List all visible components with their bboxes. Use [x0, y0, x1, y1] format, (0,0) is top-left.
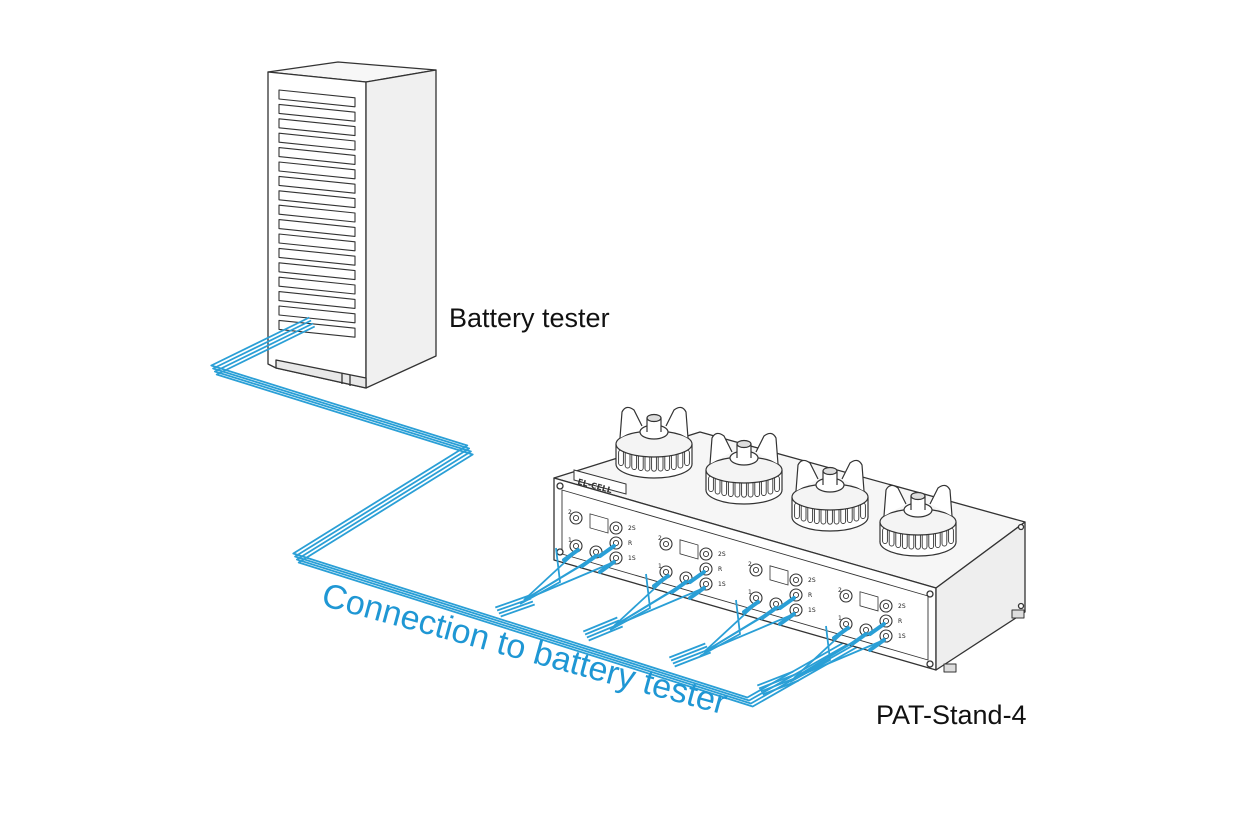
port-label-r: R: [718, 566, 722, 573]
cabinet-slot: [278, 276, 356, 295]
cabinet-slot: [278, 247, 356, 266]
plug-wire: [519, 547, 561, 605]
plug-wire: [609, 573, 651, 631]
cabinet-slot: [278, 219, 356, 237]
cable-branch: [582, 616, 618, 633]
cabinet-slot: [278, 132, 356, 151]
port-label-1s: 1S: [628, 555, 636, 562]
cable-line: [215, 325, 884, 708]
cabinet-slot: [278, 175, 356, 194]
cabinet-slot: [278, 305, 356, 324]
port-label-2s: 2S: [808, 577, 816, 584]
plug-wire: [699, 599, 741, 657]
cabinet-slot: [278, 190, 356, 209]
pat-stand-label: PAT-Stand-4: [876, 700, 1027, 730]
cell-cap: [705, 432, 783, 505]
cable-branch: [668, 642, 706, 659]
cabinet-slot: [278, 233, 356, 252]
port-group: 2 1 2S R 1S: [609, 535, 726, 631]
port-label-2: 2: [748, 561, 752, 568]
cable-bundle: [210, 316, 884, 708]
cable-branch: [495, 594, 530, 609]
port-label-2: 2: [568, 509, 572, 516]
cabinet-slot: [278, 319, 356, 338]
cable-branch: [588, 625, 624, 642]
cable-branch: [762, 679, 800, 696]
port-label-1s: 1S: [808, 607, 816, 614]
port-label-r: R: [898, 618, 902, 625]
cell-caps: [615, 406, 957, 557]
battery-tester-cabinet: [267, 61, 437, 389]
port-group: 2 1 2S R 1S: [699, 561, 816, 657]
cabinet-slot: [278, 147, 356, 165]
cable-branch: [674, 651, 712, 668]
plug-wire: [789, 625, 831, 683]
port-label-1: 1: [658, 563, 662, 570]
cable-branch: [670, 645, 708, 662]
cabinet-slot: [278, 89, 356, 108]
cabinet-slot: [278, 204, 356, 223]
cell-cap: [615, 406, 693, 479]
port-label-1: 1: [748, 589, 752, 596]
cable-branch: [498, 600, 534, 615]
cell-cap: [879, 484, 957, 557]
cabinet-slot: [278, 118, 356, 137]
port-label-2s: 2S: [898, 603, 906, 610]
port-label-r: R: [628, 540, 632, 547]
battery-tester-label: Battery tester: [449, 303, 610, 333]
port-label-1: 1: [568, 537, 572, 544]
port-label-2: 2: [838, 587, 842, 594]
port-label-1s: 1S: [898, 633, 906, 640]
port-panel: 2 1 2S R 1S 2 1 2S R 1S 2 1 2S R 1S 2 1 2S R 1S: [519, 509, 906, 683]
cable-branch: [500, 603, 535, 618]
cable-branch: [758, 673, 796, 690]
port-label-r: R: [808, 592, 812, 599]
port-label-2s: 2S: [718, 551, 726, 558]
port-group: 2 1 2S R 1S: [789, 587, 906, 683]
cable-branch: [672, 648, 710, 665]
port-group: 2 1 2S R 1S: [519, 509, 636, 605]
port-label-2s: 2S: [628, 525, 636, 532]
cabinet-slot: [278, 291, 356, 309]
cable-branch: [756, 670, 794, 687]
cabinet-slot: [278, 262, 356, 281]
port-label-1: 1: [838, 615, 842, 622]
port-label-2: 2: [658, 535, 662, 542]
port-label-1s: 1S: [718, 581, 726, 588]
cable-branch: [760, 676, 798, 693]
cell-cap: [791, 459, 869, 532]
cabinet-slot: [278, 161, 356, 180]
cabinet-slot: [278, 103, 356, 122]
cable-branch: [584, 619, 620, 636]
